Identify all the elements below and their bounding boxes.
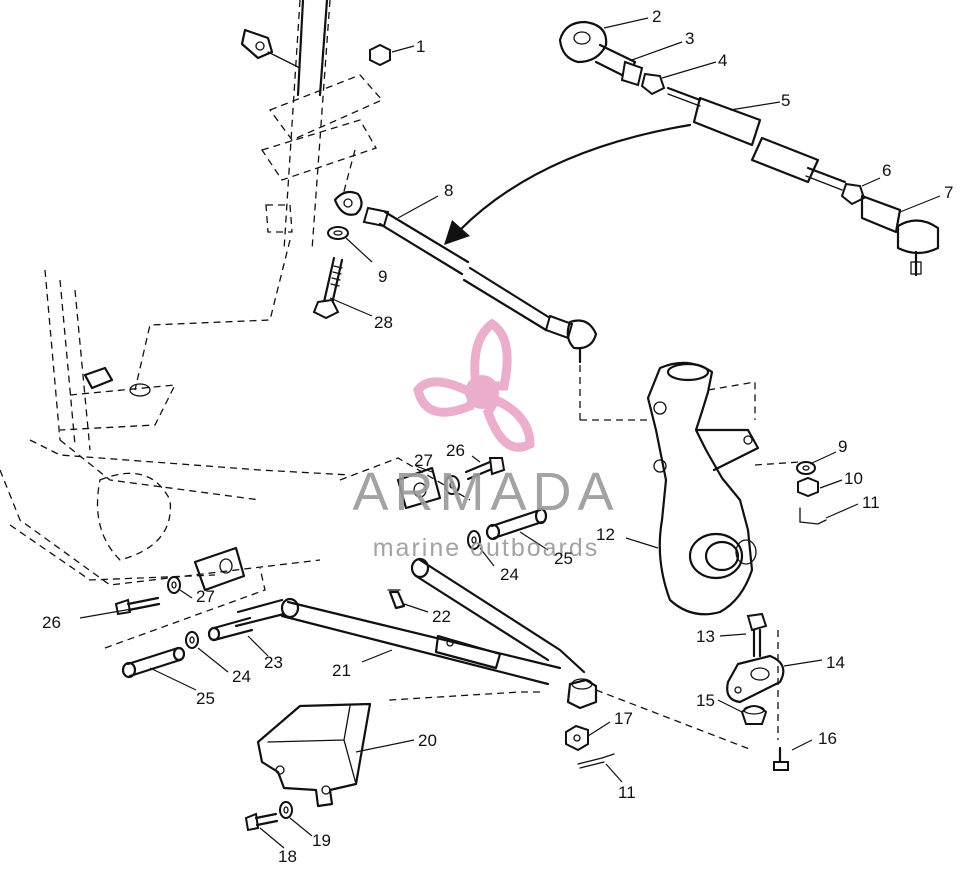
callout-14: 14 [826, 653, 845, 672]
bolt-26-right [464, 457, 506, 481]
grease-fitting-22 [387, 589, 406, 610]
callout-12: 12 [596, 525, 615, 544]
callout-25-right: 25 [554, 549, 573, 568]
callout-11-upper: 11 [862, 493, 880, 512]
callout-17: 17 [614, 709, 633, 728]
tie-rod-8 [333, 190, 650, 421]
clamp-bolt [240, 28, 301, 69]
callout-4: 4 [718, 51, 727, 70]
propeller-logo-icon [413, 318, 535, 452]
washer-19 [279, 801, 293, 819]
jam-nut-3 [620, 60, 644, 87]
washer-9-lower [796, 461, 816, 475]
steering-knuckle-12 [646, 361, 801, 616]
callout-11-lower: 11 [618, 783, 636, 802]
castle-nut-17 [565, 724, 589, 752]
nut-4 [640, 72, 666, 96]
washer-27-right [444, 475, 460, 495]
bushing-25-left [121, 646, 186, 679]
bushing-25-right [485, 507, 548, 541]
callout-6: 6 [882, 161, 891, 180]
bolt-13 [746, 612, 768, 658]
callout-24-right: 24 [500, 565, 519, 584]
washer-24-right [467, 530, 481, 550]
callout-24-left: 24 [232, 667, 251, 686]
bolt-26-left [114, 596, 161, 616]
callout-19: 19 [312, 831, 331, 850]
bracket-26-left [104, 546, 266, 649]
vehicle-frame [0, 269, 351, 586]
watermark-tagline: marine outboards [373, 534, 600, 562]
watermark-brand: ARMADA [352, 462, 619, 522]
callout-27-left: 27 [196, 587, 215, 606]
washer-9-upper [327, 226, 349, 240]
bracket-27-right [339, 457, 471, 510]
callout-27-right: 27 [414, 451, 433, 470]
watermark: ARMADA marine outboards [352, 318, 619, 562]
callout-22: 22 [432, 607, 451, 626]
bolt-18 [244, 812, 279, 832]
nut-1 [369, 43, 391, 67]
cotter-pin-11-lower [577, 753, 615, 769]
callout-13: 13 [696, 627, 715, 646]
steering-column [134, 0, 384, 391]
callout-20: 20 [418, 731, 437, 750]
a-arm-21 [234, 557, 598, 710]
callout-5: 5 [781, 91, 790, 110]
direction-arrow-icon [444, 123, 692, 245]
callout-7: 7 [944, 183, 953, 202]
bolt-16 [773, 630, 789, 771]
washer-24-left [185, 631, 199, 649]
callout-labels: 1 2 3 4 5 6 7 8 9 28 9 10 11 12 27 26 24… [42, 7, 953, 866]
pivot-shaft-23 [207, 616, 254, 642]
leader-lines [79, 17, 941, 849]
bolt-28 [312, 256, 344, 320]
castle-nut-10 [797, 476, 819, 498]
tie-rod-end-7 [860, 194, 940, 277]
callout-26-left: 26 [42, 613, 61, 632]
callout-23: 23 [264, 653, 283, 672]
callout-1: 1 [416, 37, 425, 56]
assembly-line [595, 689, 753, 751]
callout-18: 18 [278, 847, 297, 866]
callout-9-lower: 9 [838, 437, 847, 456]
callout-25-left: 25 [196, 689, 215, 708]
callout-28: 28 [374, 313, 393, 332]
nut-6 [840, 182, 866, 206]
callout-26-right: 26 [446, 441, 465, 460]
skid-plate-20 [256, 702, 372, 808]
plate-14 [726, 654, 785, 704]
cotter-pin-11-upper [799, 507, 827, 525]
washer-27-left [167, 576, 181, 594]
callout-15: 15 [696, 691, 715, 710]
tie-rod-5 [666, 86, 847, 191]
callout-9-upper: 9 [378, 267, 387, 286]
callout-8: 8 [444, 181, 453, 200]
callout-3: 3 [685, 29, 694, 48]
callout-21: 21 [332, 661, 351, 680]
callout-10: 10 [844, 469, 863, 488]
callout-16: 16 [818, 729, 837, 748]
callout-2: 2 [652, 7, 661, 26]
ball-joint-15 [740, 705, 768, 725]
